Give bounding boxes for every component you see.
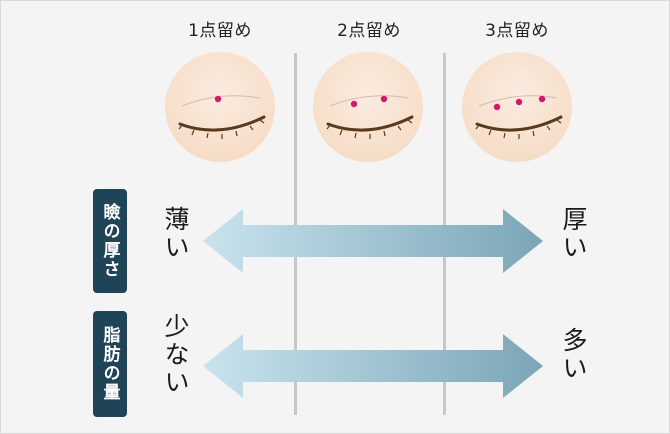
eyelashes (475, 119, 562, 139)
column-label-1: 1点留め (188, 21, 252, 41)
category-label-fat-amount: 脂肪の量 (93, 311, 127, 417)
eyelid-crease-line (181, 95, 261, 107)
eye-three-point-icon (462, 52, 572, 162)
column-label-2: 2点留め (337, 21, 401, 41)
category-label-eyelid-thickness: 瞼の厚さ (93, 189, 127, 293)
row1-left-text: 薄い (161, 206, 190, 262)
eye-one-point-icon (165, 52, 275, 162)
double-arrow-fat (203, 334, 543, 398)
skin-circle (313, 52, 423, 162)
eye-two-point-icon (313, 52, 423, 162)
eyelashes (326, 119, 413, 139)
row2-left-text: 少ない (161, 313, 190, 397)
row1-right-text: 厚い (559, 206, 588, 262)
eyelash-line (178, 115, 266, 132)
column-label-3: 3点留め (485, 21, 549, 41)
skin-circle (165, 52, 275, 162)
suture-point (538, 95, 546, 103)
eyelash-line (326, 115, 414, 132)
double-arrow-thickness (203, 209, 543, 273)
eyelashes (178, 119, 265, 139)
eyelid-crease-line (329, 95, 409, 107)
eyelash-line (475, 115, 563, 132)
suture-point (515, 98, 523, 106)
suture-point (493, 103, 501, 111)
suture-point (350, 100, 358, 108)
skin-circle (462, 52, 572, 162)
suture-point (380, 95, 388, 103)
eyelid-crease-line (478, 95, 558, 107)
suture-point (214, 95, 222, 103)
row2-right-text: 多い (559, 327, 588, 383)
